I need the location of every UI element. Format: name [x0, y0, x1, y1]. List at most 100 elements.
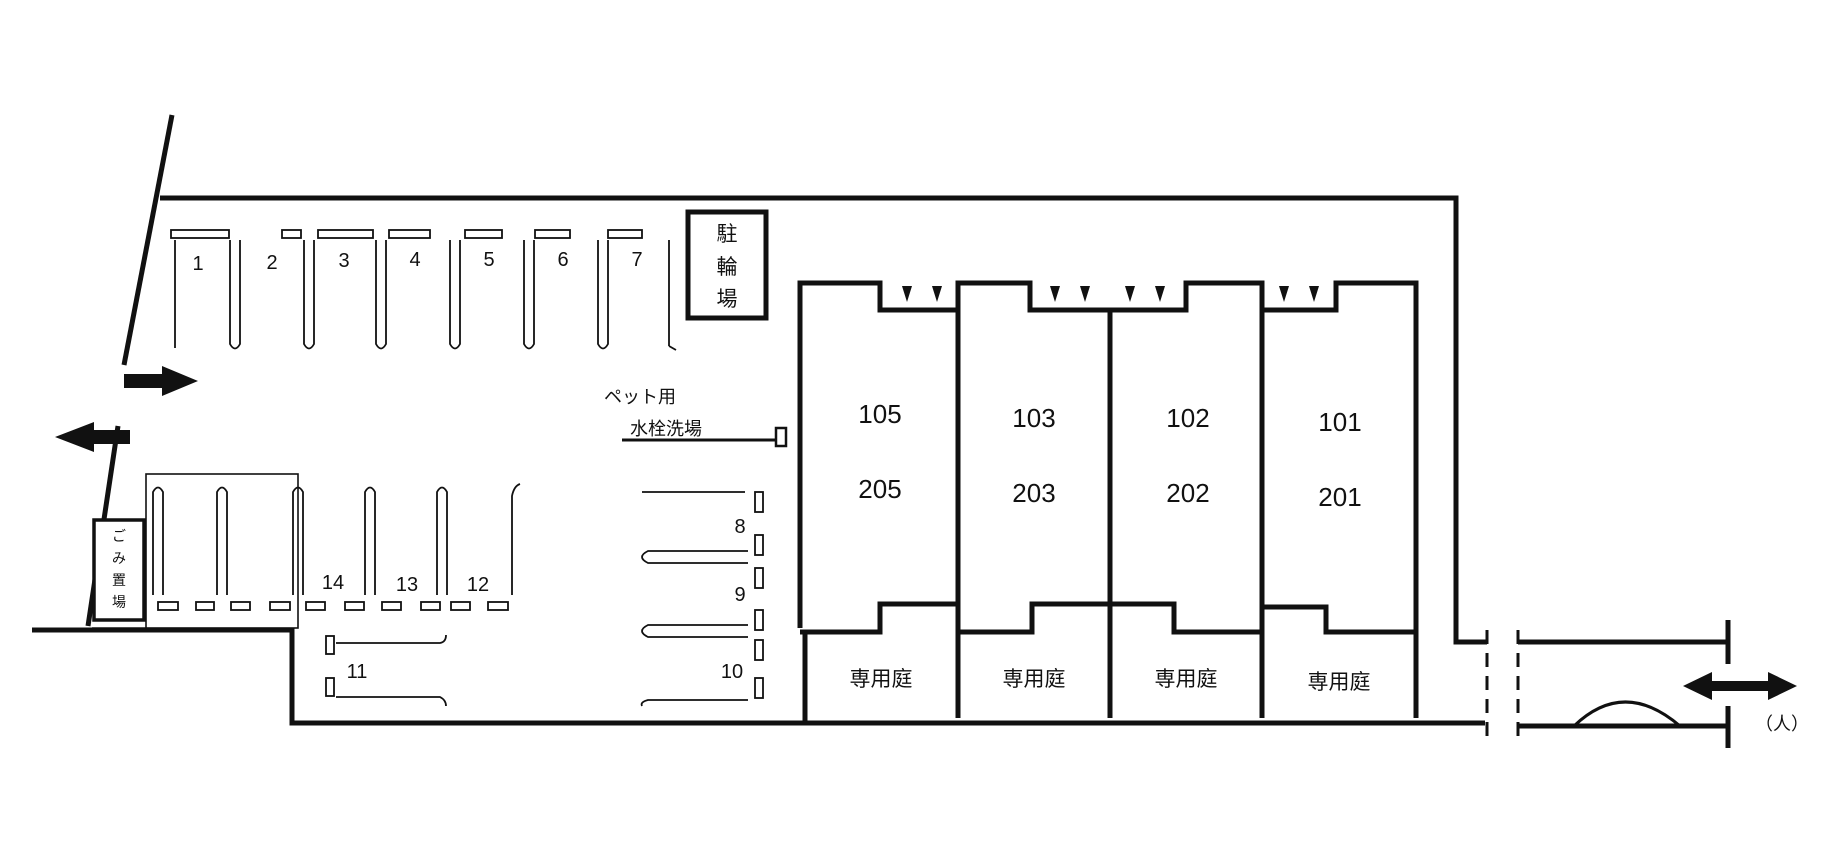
wheel-stop	[344, 601, 365, 611]
pedestrian-label: （人）	[1755, 714, 1809, 734]
wheel-stop	[754, 609, 764, 631]
parking-number-10: 10	[721, 661, 743, 683]
unit-201: 201	[1318, 482, 1361, 512]
parking-dividers-left	[152, 486, 164, 595]
wheel-stop	[464, 229, 503, 239]
parking-divider	[641, 624, 748, 638]
parking-divider	[436, 486, 448, 595]
unit-103: 103	[1012, 403, 1055, 433]
parking-number-3: 3	[338, 250, 349, 272]
entry-mark-icon	[902, 286, 912, 302]
garbage-char-2: み	[112, 550, 126, 566]
unit-205: 205	[858, 474, 901, 504]
entry-mark-icon	[932, 286, 942, 302]
parking-divider	[364, 486, 376, 595]
parking-number-1: 1	[192, 253, 203, 275]
parking-number-2: 2	[266, 252, 277, 274]
parking-divider	[336, 634, 447, 644]
parking-number-7: 7	[631, 249, 642, 271]
unit-105: 105	[858, 399, 901, 429]
unit-203: 203	[1012, 478, 1055, 508]
private-garden-101: 専用庭	[1308, 671, 1371, 694]
parking-divider	[449, 240, 461, 350]
pet-wash-line1: ペット用	[604, 387, 676, 407]
wheel-stop	[388, 229, 431, 239]
parking-divider	[668, 345, 677, 351]
parking-wheel-stops-bottom	[157, 601, 509, 611]
wheel-stop	[754, 677, 764, 699]
bicycle-parking: 駐 輪 場	[685, 209, 769, 321]
parking-number-4: 4	[409, 249, 420, 271]
entry-mark-icon	[1125, 286, 1135, 302]
wheel-stop	[754, 567, 764, 589]
parking-number-5: 5	[483, 249, 494, 271]
wheel-stop	[230, 601, 251, 611]
garbage-char-1: ご	[112, 528, 126, 544]
parking-wheel-stops-top	[170, 229, 643, 239]
garbage-area: ご み 置 場	[92, 518, 146, 622]
bicycle-parking-char-3: 場	[717, 288, 738, 311]
parking-number-9: 9	[734, 584, 745, 606]
pet-wash-line2: 水栓洗場	[630, 419, 702, 439]
unit-101: 101	[1318, 407, 1361, 437]
parking-dividers-bottom	[216, 483, 521, 595]
entry-marks	[902, 286, 1319, 302]
entry-mark-icon	[1080, 286, 1090, 302]
private-garden-103: 専用庭	[1003, 668, 1066, 691]
bicycle-parking-char-2: 輪	[717, 256, 738, 279]
wheel-stop	[607, 229, 643, 239]
parking-divider	[216, 486, 228, 595]
parking-divider	[641, 550, 748, 564]
site-boundary	[32, 114, 1520, 738]
pedestrian-path: （人）	[1518, 620, 1809, 748]
parking-number-14: 14	[322, 572, 344, 594]
water-tap-icon	[774, 426, 788, 448]
wheel-stop	[281, 229, 302, 239]
wheel-stop	[317, 229, 374, 239]
wheel-stop	[754, 534, 764, 556]
unit-102: 102	[1166, 403, 1209, 433]
parking-lot: 1 2 3 4 5 6 7 8 9 10 11 12 13 14	[92, 229, 764, 707]
parking-divider	[229, 240, 241, 350]
unit-202: 202	[1166, 478, 1209, 508]
wheel-stop	[195, 601, 215, 611]
garbage-char-3: 置	[112, 572, 126, 588]
garbage-char-4: 場	[112, 594, 126, 610]
parking-divider	[511, 483, 521, 595]
wheel-stop	[381, 601, 402, 611]
entry-mark-icon	[1309, 286, 1319, 302]
private-garden-105: 専用庭	[850, 668, 913, 691]
parking-number-11: 11	[347, 661, 368, 683]
wheel-stop	[170, 229, 230, 239]
parking-number-13: 13	[396, 574, 418, 596]
parking-divider	[152, 486, 164, 595]
wheel-stop	[325, 635, 335, 655]
parking-number-12: 12	[467, 574, 489, 596]
entry-mark-icon	[1050, 286, 1060, 302]
wheel-stop	[487, 601, 509, 611]
wheel-stop	[420, 601, 441, 611]
wheel-stop	[269, 601, 291, 611]
parking-divider	[640, 699, 748, 707]
wheel-stop	[450, 601, 471, 611]
wheel-stop	[754, 491, 764, 513]
double-arrow-icon	[1683, 672, 1797, 700]
apartment-building: 105 205 103 203 102 202 101 201 専用庭 専用庭 …	[797, 280, 1419, 722]
parking-divider	[303, 240, 315, 350]
arrow-left-icon	[55, 422, 130, 452]
mirror-dome-icon	[1572, 700, 1681, 728]
wheel-stop	[325, 677, 335, 697]
parking-number-8: 8	[734, 516, 745, 538]
parking-divider	[597, 240, 609, 350]
parking-dividers-right	[325, 491, 748, 707]
entry-mark-icon	[1279, 286, 1289, 302]
wheel-stop	[534, 229, 571, 239]
parking-divider	[336, 696, 447, 707]
private-garden-102: 専用庭	[1155, 668, 1218, 691]
wheel-stop	[305, 601, 326, 611]
entry-mark-icon	[1155, 286, 1165, 302]
parking-dividers-top	[174, 240, 677, 351]
wheel-stop	[754, 639, 764, 661]
arrow-right-icon	[124, 366, 198, 396]
